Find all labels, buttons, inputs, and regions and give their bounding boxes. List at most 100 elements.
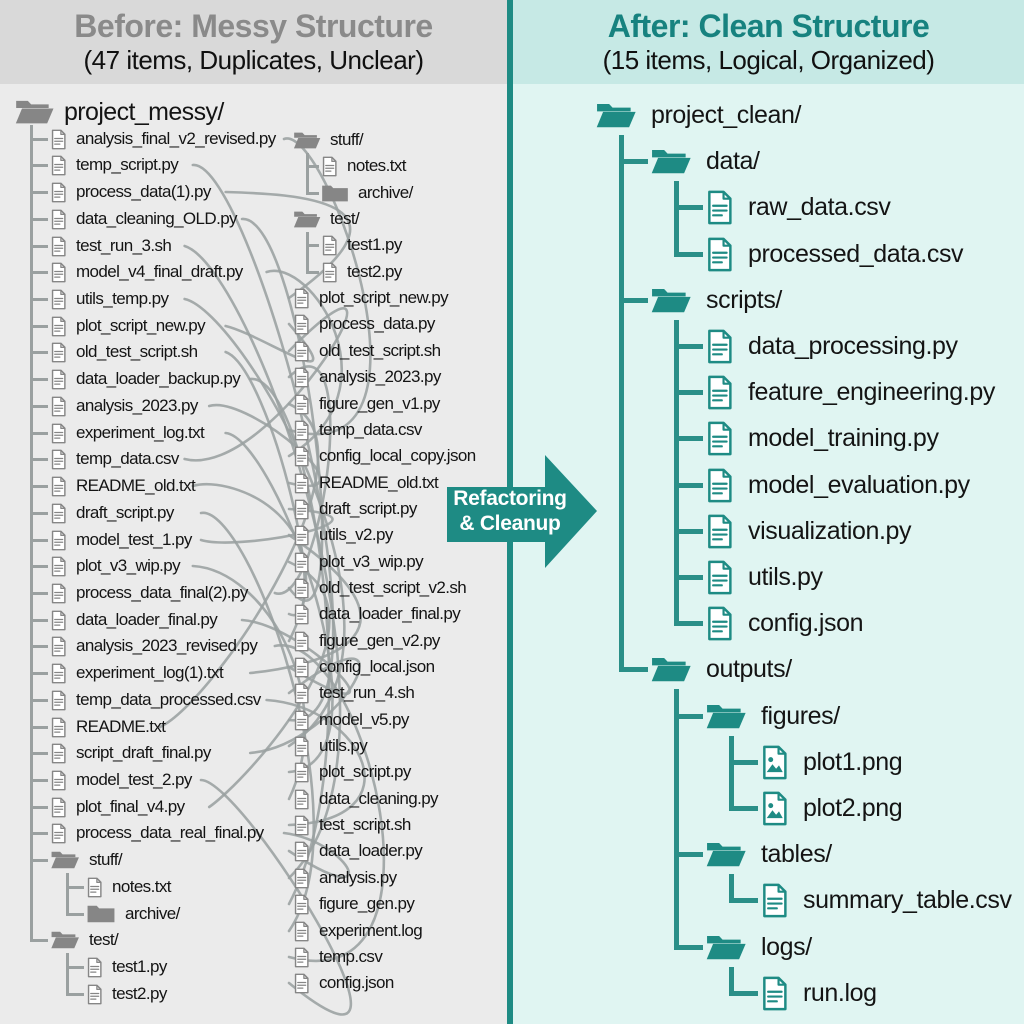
file-row: README_old.txt	[50, 466, 196, 506]
item-label: temp.csv	[319, 947, 383, 966]
item-label: process_data_real_final.py	[76, 823, 264, 842]
tree-branch-tick	[30, 592, 48, 595]
messy-connection-curve	[224, 431, 334, 774]
messy-connection-curve	[199, 511, 315, 933]
tree-branch-vline	[674, 181, 679, 257]
item-label: plot_v3_wip.py	[76, 556, 181, 575]
item-label: utils_v2.py	[319, 525, 393, 544]
messy-connection-curve	[158, 402, 320, 729]
item-label: model_evaluation.py	[748, 470, 970, 499]
file-row: temp_data.csv	[293, 410, 422, 450]
item-label: notes.txt	[347, 156, 406, 175]
messy-connection-curve	[265, 698, 366, 827]
item-label: figure_gen.py	[319, 894, 415, 913]
item-label: model_test_2.py	[76, 770, 192, 789]
file-row: raw_data.csv	[705, 187, 891, 227]
item-label: figures/	[761, 701, 840, 730]
file-row: test2.py	[86, 974, 167, 1014]
before-subtitle: (47 items, Duplicates, Unclear)	[83, 45, 424, 75]
folder-open-icon	[650, 285, 692, 316]
tree-branch-vline	[729, 736, 734, 811]
item-label: data_loader.py	[319, 841, 423, 860]
file-row: temp.csv	[293, 937, 383, 977]
item-label: figure_gen_v2.py	[319, 631, 440, 650]
file-row: plot_script_new.py	[293, 278, 449, 318]
item-label: process_data.py	[319, 314, 435, 333]
messy-connection-curve	[183, 307, 349, 462]
file-row: run.log	[760, 973, 877, 1013]
tree-branch-tick	[619, 667, 648, 672]
tree-branch-vline	[674, 320, 679, 626]
item-label: README_old.txt	[76, 476, 196, 495]
tree-branch-tick	[30, 191, 48, 194]
file-row: old_test_script.sh	[50, 332, 198, 372]
item-label: temp_script.py	[76, 155, 179, 174]
messy-connection-curve	[248, 377, 331, 906]
folder-row: project_clean/	[595, 95, 801, 135]
file-row: script_draft_final.py	[50, 733, 211, 773]
tree-branch-tick	[30, 512, 48, 515]
file-row: config.json	[705, 603, 864, 643]
tree-branch-tick	[674, 344, 703, 349]
tree-branch-tick	[674, 945, 703, 950]
file-icon	[760, 883, 789, 918]
item-label: utils.py	[748, 562, 823, 591]
after-title: After: Clean Structure	[607, 8, 930, 44]
messy-connection-curve	[273, 365, 332, 595]
before-header: Before: Messy Structure (47 items, Dupli…	[0, 0, 507, 84]
tree-branch-tick	[30, 378, 48, 381]
tree-branch-tick	[674, 390, 703, 395]
file-row: data_cleaning.py	[293, 779, 439, 819]
item-label: test_script.sh	[319, 815, 411, 834]
item-label: test1.py	[347, 235, 402, 254]
tree-branch-tick	[30, 138, 48, 141]
tree-branch-tick	[30, 351, 48, 354]
folder-row: outputs/	[650, 649, 792, 689]
tree-branch-vline	[66, 873, 69, 916]
file-row: test2.py	[321, 252, 402, 292]
item-label: old_test_script_v2.sh	[319, 578, 467, 597]
folder-open-icon	[705, 932, 747, 963]
file-row: utils_v2.py	[293, 515, 393, 555]
file-row: analysis_2023_revised.py	[50, 626, 258, 666]
tree-branch-tick	[30, 405, 48, 408]
file-row: test_run_3.sh	[50, 226, 172, 266]
messy-connection-curve	[199, 778, 353, 1016]
file-row: draft_script.py	[50, 493, 174, 533]
item-label: temp_data.csv	[76, 449, 179, 468]
file-row: utils.py	[705, 557, 823, 597]
tree-branch-tick	[674, 252, 703, 257]
tree-branch-vline	[306, 153, 309, 195]
item-label: feature_engineering.py	[748, 377, 995, 406]
tree-branch-tick	[66, 966, 84, 969]
messy-connection-curve	[248, 533, 362, 675]
tree-branch-tick	[30, 672, 48, 675]
item-label: utils_temp.py	[76, 289, 169, 308]
item-label: old_test_script.sh	[76, 342, 198, 361]
item-label: test2.py	[347, 262, 402, 281]
file-icon	[705, 190, 734, 225]
tree-branch-tick	[674, 483, 703, 488]
tree-branch-tick	[30, 164, 48, 167]
tree-branch-tick	[619, 159, 648, 164]
file-icon	[705, 606, 734, 641]
folder-row: scripts/	[650, 280, 782, 320]
file-row: test1.py	[86, 947, 167, 987]
folder-open-icon	[705, 701, 747, 732]
file-row: model_evaluation.py	[705, 465, 970, 505]
tree-branch-tick	[619, 298, 648, 303]
item-label: visualization.py	[748, 516, 912, 545]
item-label: analysis_2023.py	[76, 396, 198, 415]
file-row: temp_script.py	[50, 145, 179, 185]
folder-row: stuff/	[50, 840, 123, 880]
item-label: model_training.py	[748, 423, 939, 452]
after-panel: After: Clean Structure (15 items, Logica…	[513, 0, 1024, 1024]
folder-row: figures/	[705, 696, 840, 736]
item-label: plot2.png	[803, 793, 903, 822]
tree-branch-tick	[729, 991, 758, 996]
tree-branch-vline	[619, 135, 624, 672]
tree-branch-tick	[66, 913, 84, 916]
file-row: process_data(1).py	[50, 172, 211, 212]
tree-branch-tick	[30, 458, 48, 461]
item-label: run.log	[803, 978, 877, 1007]
